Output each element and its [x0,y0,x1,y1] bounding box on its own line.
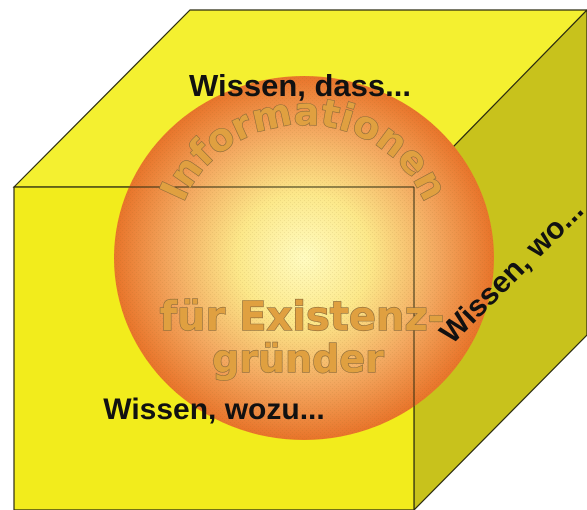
front-face-label: Wissen, wozu... [103,393,324,426]
sphere-line-1: für Existenz- [160,294,445,340]
top-face-label: Wissen, dass... [189,68,411,103]
sphere-texture [114,76,494,440]
sphere-line-2: gründer [212,337,384,381]
